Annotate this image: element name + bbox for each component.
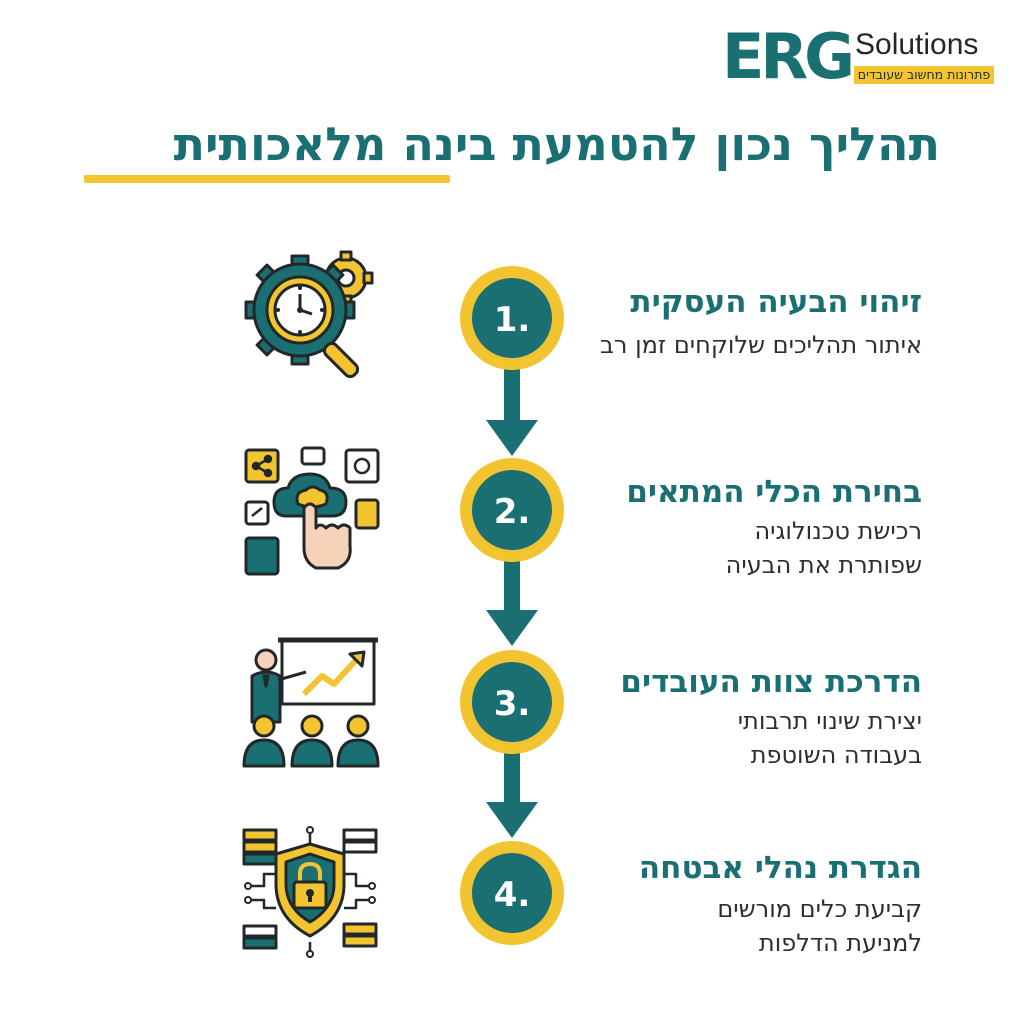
cloud-brain-touch-icon bbox=[244, 446, 380, 576]
step-2-badge: 2. bbox=[460, 458, 564, 562]
brand-suffix: Solutions bbox=[855, 28, 979, 61]
step-1-number: 1. bbox=[494, 300, 531, 340]
connector-2-3 bbox=[486, 545, 538, 646]
step-1-badge: 1. bbox=[460, 266, 564, 370]
security-shield-lock-icon bbox=[242, 826, 378, 958]
step-3-number: 3. bbox=[494, 684, 531, 724]
step-1-desc-line-1: איתור תהליכים שלוקחים זמן רב bbox=[600, 331, 922, 359]
step-2-title: בחירת הכלי המתאים bbox=[626, 474, 922, 510]
step-4-number: 4. bbox=[494, 875, 531, 915]
brand-name: ERG bbox=[722, 20, 855, 93]
page-title: תהליך נכון להטמעת בינה מלאכותית bbox=[173, 117, 940, 171]
step-3-desc-line-2: בעבודה השוטפת bbox=[750, 741, 922, 769]
step-4-title: הגדרת נהלי אבטחה bbox=[638, 850, 922, 886]
presentation-team-icon bbox=[242, 637, 380, 768]
step-3-desc-line-1: יצירת שינוי תרבותי bbox=[737, 707, 922, 735]
step-2-desc-line-2: שפותרת את הבעיה bbox=[725, 551, 922, 579]
step-2-number: 2. bbox=[494, 492, 531, 532]
gear-clock-magnifier-icon bbox=[244, 250, 374, 379]
step-1-title: זיהוי הבעיה העסקית bbox=[630, 284, 922, 320]
brand-logo: ERG Solutions פתרונות מחשוב שעובדים bbox=[722, 22, 997, 92]
step-4-desc-line-1: קביעת כלים מורשים bbox=[717, 895, 922, 923]
title-underline bbox=[84, 175, 450, 183]
step-2-desc-line-1: רכישת טכנולוגיה bbox=[754, 517, 922, 545]
step-4-desc-line-2: למניעת הדלפות bbox=[758, 929, 922, 957]
step-3-title: הדרכת צוות העובדים bbox=[620, 664, 922, 700]
step-3-badge: 3. bbox=[460, 650, 564, 754]
brand-tagline: פתרונות מחשוב שעובדים bbox=[854, 66, 994, 84]
step-4-badge: 4. bbox=[460, 841, 564, 945]
